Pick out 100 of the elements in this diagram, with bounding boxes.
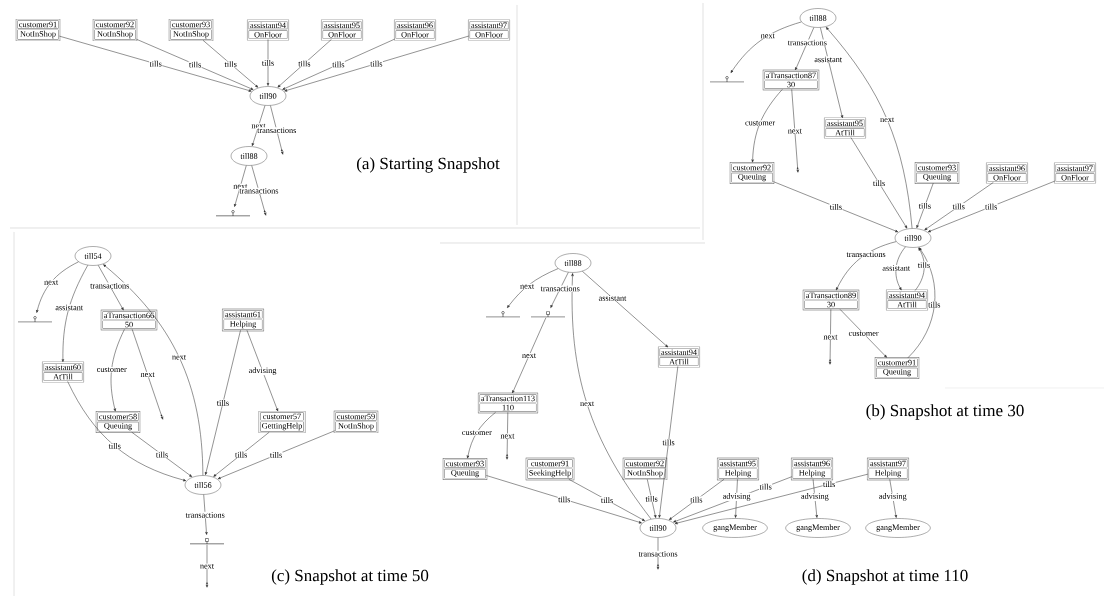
record-box: customer59 NotInShop xyxy=(333,410,379,434)
arrow xyxy=(658,366,679,518)
edge-label: tills xyxy=(369,60,383,67)
record-box: assistant97 Helping xyxy=(866,457,910,481)
arrow xyxy=(246,330,279,412)
edge-label: tills xyxy=(661,439,676,446)
arrow xyxy=(204,330,241,475)
arrow xyxy=(734,479,738,518)
edge-label: advising xyxy=(248,366,277,376)
record-box: customer58 Queuing xyxy=(95,410,141,433)
edge-label: tills xyxy=(216,399,230,407)
arrow xyxy=(36,261,79,313)
edge-label: tills xyxy=(331,61,345,68)
record-box: customer91 NotInShop xyxy=(15,18,61,42)
arrow xyxy=(924,182,994,231)
edge-label: tills xyxy=(984,203,998,210)
arrow xyxy=(98,265,124,311)
record-box: customer93 Queuing xyxy=(442,458,488,480)
record-box: assistant96 OnFloor xyxy=(985,162,1029,184)
caption: (d) Snapshot at time 110 xyxy=(800,568,970,586)
edge-label: tills xyxy=(952,203,966,210)
arrow xyxy=(791,89,799,173)
record-box: aTransaction87 30 xyxy=(762,69,820,91)
arrow xyxy=(820,27,844,119)
arrow xyxy=(812,479,818,518)
record-box: aTransaction66 50 xyxy=(100,309,158,331)
record-box: customer91 Queuing xyxy=(874,357,920,379)
arrow xyxy=(927,180,1056,233)
edge-label: tills xyxy=(918,202,932,210)
edge-label: next xyxy=(579,401,595,407)
edge-label: next xyxy=(499,433,515,439)
arrow xyxy=(582,271,669,348)
caption: (b) Snapshot at time 30 xyxy=(864,403,1026,421)
record-box: customer92 NotInShop xyxy=(622,457,668,481)
edge-label: next xyxy=(879,117,895,123)
list-end-symbol xyxy=(216,210,250,217)
edge-label: transactions xyxy=(846,251,887,258)
arrow xyxy=(103,264,204,476)
edge-label: tills xyxy=(829,203,843,211)
edge-label: customer xyxy=(461,430,493,436)
edge-label: tills xyxy=(689,496,703,503)
edge-label: next xyxy=(43,279,59,286)
record-box: customer93 NotInShop xyxy=(168,18,214,42)
arrow xyxy=(674,473,869,525)
edge-label: assistant xyxy=(598,294,627,302)
record-box: assistant96 OnFloor xyxy=(393,19,437,41)
edge-label: advising xyxy=(722,492,751,501)
arrow xyxy=(850,137,908,229)
arrow xyxy=(234,165,247,207)
edge-label: assistant xyxy=(813,56,843,63)
arrow xyxy=(282,38,396,90)
edge-label: tills xyxy=(224,60,238,68)
record-box: assistant97 OnFloor xyxy=(467,19,511,41)
edge-label: tills xyxy=(917,261,931,269)
arrow xyxy=(67,381,187,482)
record-box: customer91 SeekingHelp xyxy=(525,457,575,481)
arrow xyxy=(251,105,266,146)
edge-label: tills xyxy=(155,451,169,458)
edge-label: tills xyxy=(600,496,614,504)
arrow xyxy=(277,39,332,88)
edge-label: customer xyxy=(744,120,776,126)
edge-label: next xyxy=(521,352,537,359)
arrow xyxy=(828,309,832,365)
arrow xyxy=(568,479,645,521)
edge-label: tills xyxy=(822,480,836,488)
arrow xyxy=(907,247,936,359)
edge-label: tills xyxy=(149,60,163,68)
arrow xyxy=(131,329,164,420)
edge-label: tills xyxy=(759,483,773,491)
arrow xyxy=(110,329,125,412)
arrow xyxy=(205,544,209,588)
edge-label: tills xyxy=(645,495,659,503)
arrow xyxy=(505,412,509,460)
record-box: customer92 NotInShop xyxy=(92,18,138,42)
arrow xyxy=(202,40,259,88)
arrow xyxy=(136,38,254,90)
edge-label: next xyxy=(760,33,776,39)
record-box: assistant94 AtTill xyxy=(885,289,929,311)
arrow xyxy=(895,246,906,291)
arrow xyxy=(251,165,267,216)
arrow xyxy=(773,181,899,233)
arrow xyxy=(213,432,270,477)
arrow xyxy=(466,412,496,459)
record-box: assistant60 AtTill xyxy=(41,361,85,383)
record-box: assistant94 AtTill xyxy=(657,346,701,368)
arrow xyxy=(266,39,270,86)
arrow xyxy=(486,475,642,524)
arrow xyxy=(59,35,252,92)
edge-label: next xyxy=(822,334,838,340)
edge-label: tills xyxy=(108,442,122,450)
arrow xyxy=(61,265,88,363)
arrow xyxy=(550,272,569,308)
edge-label: transactions xyxy=(89,282,130,289)
edge-label: customer xyxy=(96,366,128,373)
edge-label: tills xyxy=(234,451,248,458)
record-box: customer57 GettingHelp xyxy=(258,410,306,434)
arrow xyxy=(131,431,193,477)
arrow xyxy=(825,27,913,229)
arrow xyxy=(284,35,470,92)
edge-label: transactions xyxy=(787,39,828,46)
